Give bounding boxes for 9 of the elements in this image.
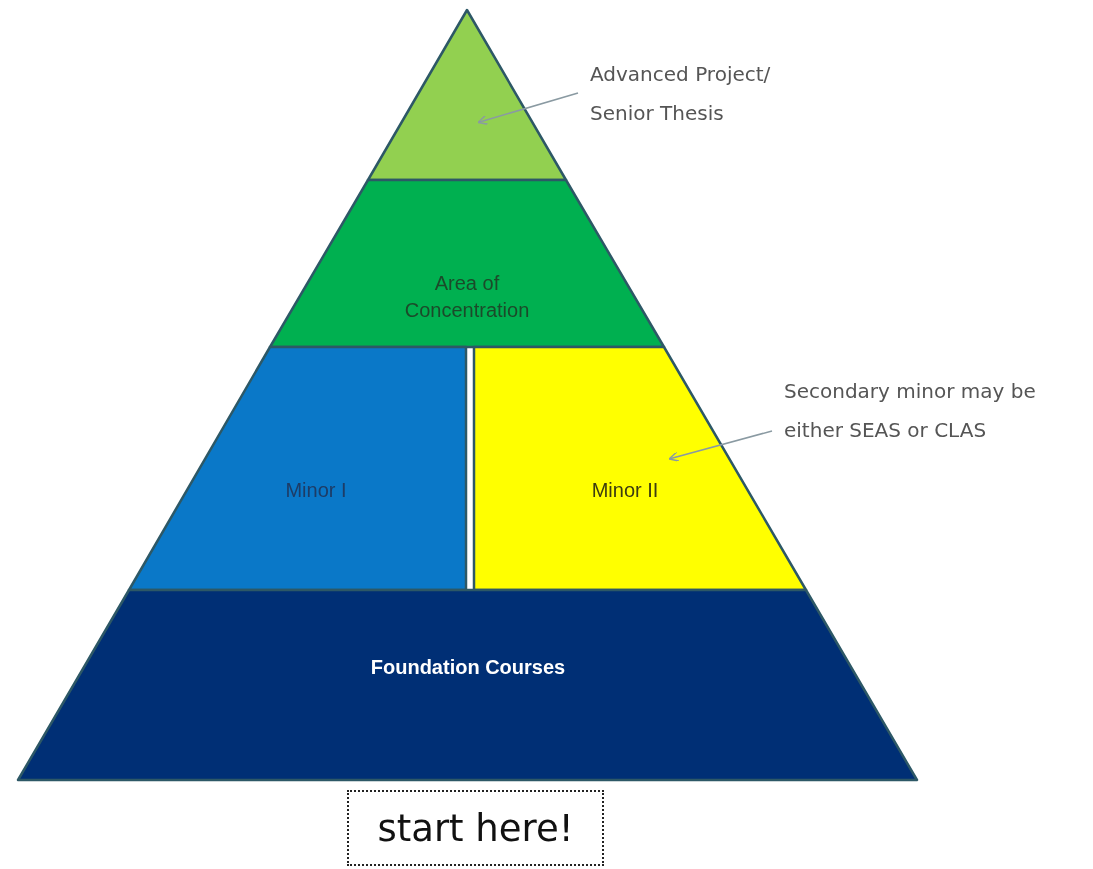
- band-label: Minor II: [590, 477, 660, 503]
- band-label: Minor I: [284, 477, 348, 503]
- leader-arrow: [668, 430, 773, 462]
- leader-arrow: [477, 92, 579, 125]
- callout-text: Advanced Project/ Senior Thesis: [590, 61, 772, 127]
- band-label: Area of Concentration: [403, 271, 531, 323]
- band-label: Foundation Courses: [369, 654, 567, 680]
- callout-text: Secondary minor may be either SEAS or CLAS: [784, 378, 1037, 444]
- start-note: start here!: [377, 806, 574, 850]
